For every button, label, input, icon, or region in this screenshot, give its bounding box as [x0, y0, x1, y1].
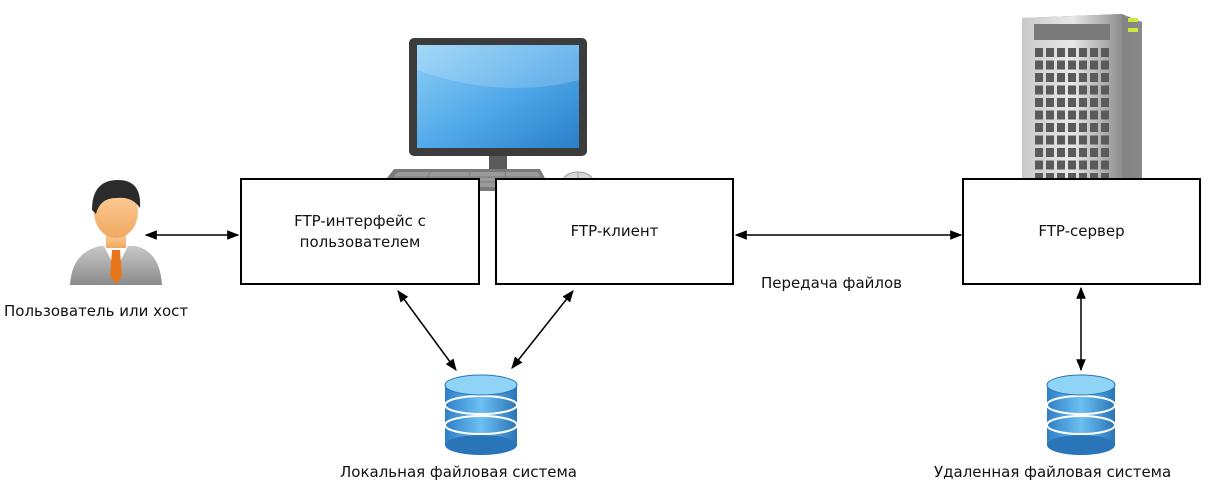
ftp-ui-label: FTP-интерфейс с пользователем [294, 211, 426, 251]
server-vent [1035, 110, 1043, 120]
server-vent [1046, 135, 1054, 145]
server-vent [1101, 98, 1109, 107]
ftp-server-label: FTP-сервер [1038, 222, 1125, 240]
server-vent [1035, 135, 1043, 145]
server-vent [1046, 85, 1054, 95]
server-vent [1079, 73, 1087, 82]
server-vent [1057, 135, 1065, 145]
server-vent [1057, 123, 1065, 132]
server-vent [1068, 173, 1076, 182]
server-vent [1090, 160, 1098, 170]
server-vent [1057, 48, 1065, 57]
server-icon [1022, 14, 1142, 204]
server-vent [1090, 73, 1098, 82]
server-vent [1079, 98, 1087, 107]
server-vent [1057, 85, 1065, 95]
server-vent [1101, 148, 1109, 157]
remote-fs-label: Удаленная файловая система [934, 463, 1172, 481]
server-vent [1079, 110, 1087, 120]
server-vent [1101, 60, 1109, 70]
server-vent [1090, 110, 1098, 120]
transfer-label: Передача файлов [761, 274, 903, 292]
server-vent [1057, 98, 1065, 107]
server-vent [1035, 160, 1043, 170]
server-vent [1057, 60, 1065, 70]
server-vent [1035, 173, 1043, 182]
user-label: Пользователь или хост [4, 302, 189, 320]
server-vent [1046, 98, 1054, 107]
server-vent [1035, 98, 1043, 107]
server-vent [1090, 123, 1098, 132]
server-vent [1068, 98, 1076, 107]
server-vent [1068, 60, 1076, 70]
server-vent [1101, 123, 1109, 132]
server-vent [1035, 123, 1043, 132]
user-icon [70, 180, 162, 285]
server-vent [1079, 173, 1087, 182]
server-vent [1101, 73, 1109, 82]
server-vent [1101, 85, 1109, 95]
server-vent [1068, 160, 1076, 170]
server-vent [1068, 148, 1076, 157]
server-vent [1035, 148, 1043, 157]
ftp-server-box: FTP-сервер [962, 178, 1201, 285]
server-vent [1046, 110, 1054, 120]
server-vent [1068, 123, 1076, 132]
server-vent [1035, 60, 1043, 70]
arrows [144, 230, 1086, 372]
server-vent [1101, 160, 1109, 170]
arrow-client-localfs [511, 290, 574, 369]
ftp-ui-box: FTP-интерфейс с пользователем [240, 178, 480, 285]
server-vent [1079, 48, 1087, 57]
server-vent [1090, 60, 1098, 70]
server-vent [1090, 48, 1098, 57]
server-vent [1068, 48, 1076, 57]
server-vent [1046, 60, 1054, 70]
server-vent [1035, 48, 1043, 57]
server-vent [1046, 160, 1054, 170]
database-icon-local [444, 374, 518, 455]
server-vent [1057, 110, 1065, 120]
server-vent [1035, 85, 1043, 95]
server-vent [1101, 173, 1109, 182]
server-vent [1079, 85, 1087, 95]
server-vent [1057, 160, 1065, 170]
ftp-client-box: FTP-клиент [495, 178, 734, 285]
server-vent [1035, 73, 1043, 82]
server-vent [1057, 73, 1065, 82]
server-vent [1101, 48, 1109, 57]
server-vent [1046, 48, 1054, 57]
server-vent [1090, 148, 1098, 157]
server-vent [1090, 98, 1098, 107]
computer-icon [377, 38, 594, 191]
database-icon-remote [1046, 374, 1116, 455]
server-vent [1101, 135, 1109, 145]
ftp-client-label: FTP-клиент [570, 222, 659, 240]
server-vent [1090, 135, 1098, 145]
server-vent [1046, 173, 1054, 182]
server-vent [1068, 85, 1076, 95]
server-vent [1057, 173, 1065, 182]
server-vent [1090, 85, 1098, 95]
server-vent [1046, 148, 1054, 157]
server-vent [1046, 123, 1054, 132]
server-vent [1079, 148, 1087, 157]
arrow-ui-localfs [397, 290, 457, 371]
server-vent [1079, 160, 1087, 170]
server-vent [1068, 110, 1076, 120]
server-vent [1057, 148, 1065, 157]
server-vent [1079, 123, 1087, 132]
server-vent [1079, 60, 1087, 70]
server-vent [1090, 173, 1098, 182]
server-vent [1079, 135, 1087, 145]
server-vent [1046, 73, 1054, 82]
local-fs-label: Локальная файловая система [340, 463, 577, 481]
server-vent [1101, 110, 1109, 120]
server-vent [1068, 135, 1076, 145]
server-vent [1068, 73, 1076, 82]
